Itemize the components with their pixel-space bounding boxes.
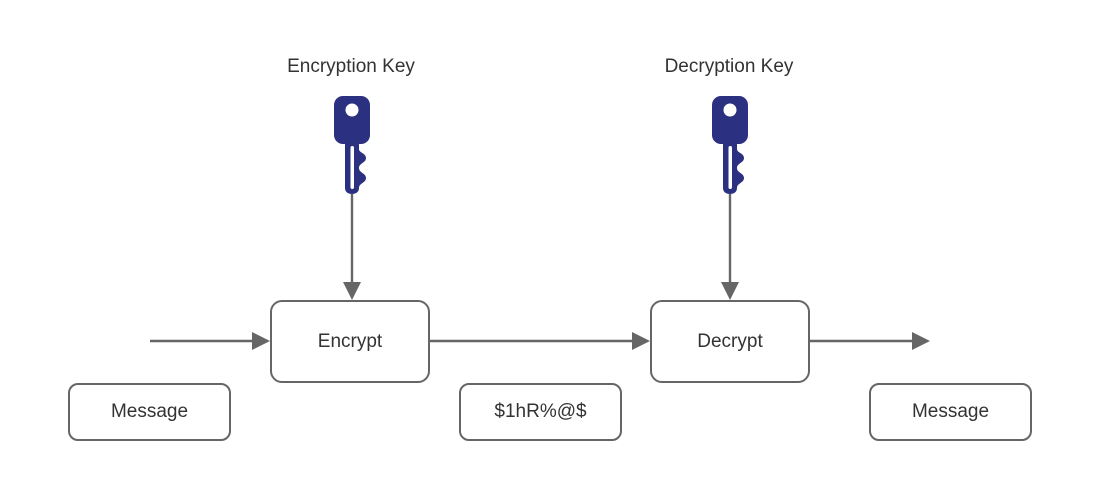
arrow-message-to-encrypt: [150, 332, 270, 350]
arrow-encryption-key-to-encrypt: [343, 194, 361, 300]
decryption-key-label: Decryption Key: [664, 56, 794, 77]
arrow-decryption-key-to-decrypt: [721, 194, 739, 300]
encryption-key-icon: [334, 96, 370, 194]
decrypt-node[interactable]: Decrypt: [650, 300, 810, 383]
arrow-encrypt-to-decrypt: [430, 332, 650, 350]
arrow-decrypt-to-message: [810, 332, 930, 350]
ciphertext-box[interactable]: $1hR%@$: [459, 383, 622, 441]
message-output-box[interactable]: Message: [869, 383, 1032, 441]
encrypt-node[interactable]: Encrypt: [270, 300, 430, 383]
decryption-key-icon: [712, 96, 748, 194]
encryption-key-label: Encryption Key: [287, 56, 415, 77]
message-input-box[interactable]: Message: [68, 383, 231, 441]
